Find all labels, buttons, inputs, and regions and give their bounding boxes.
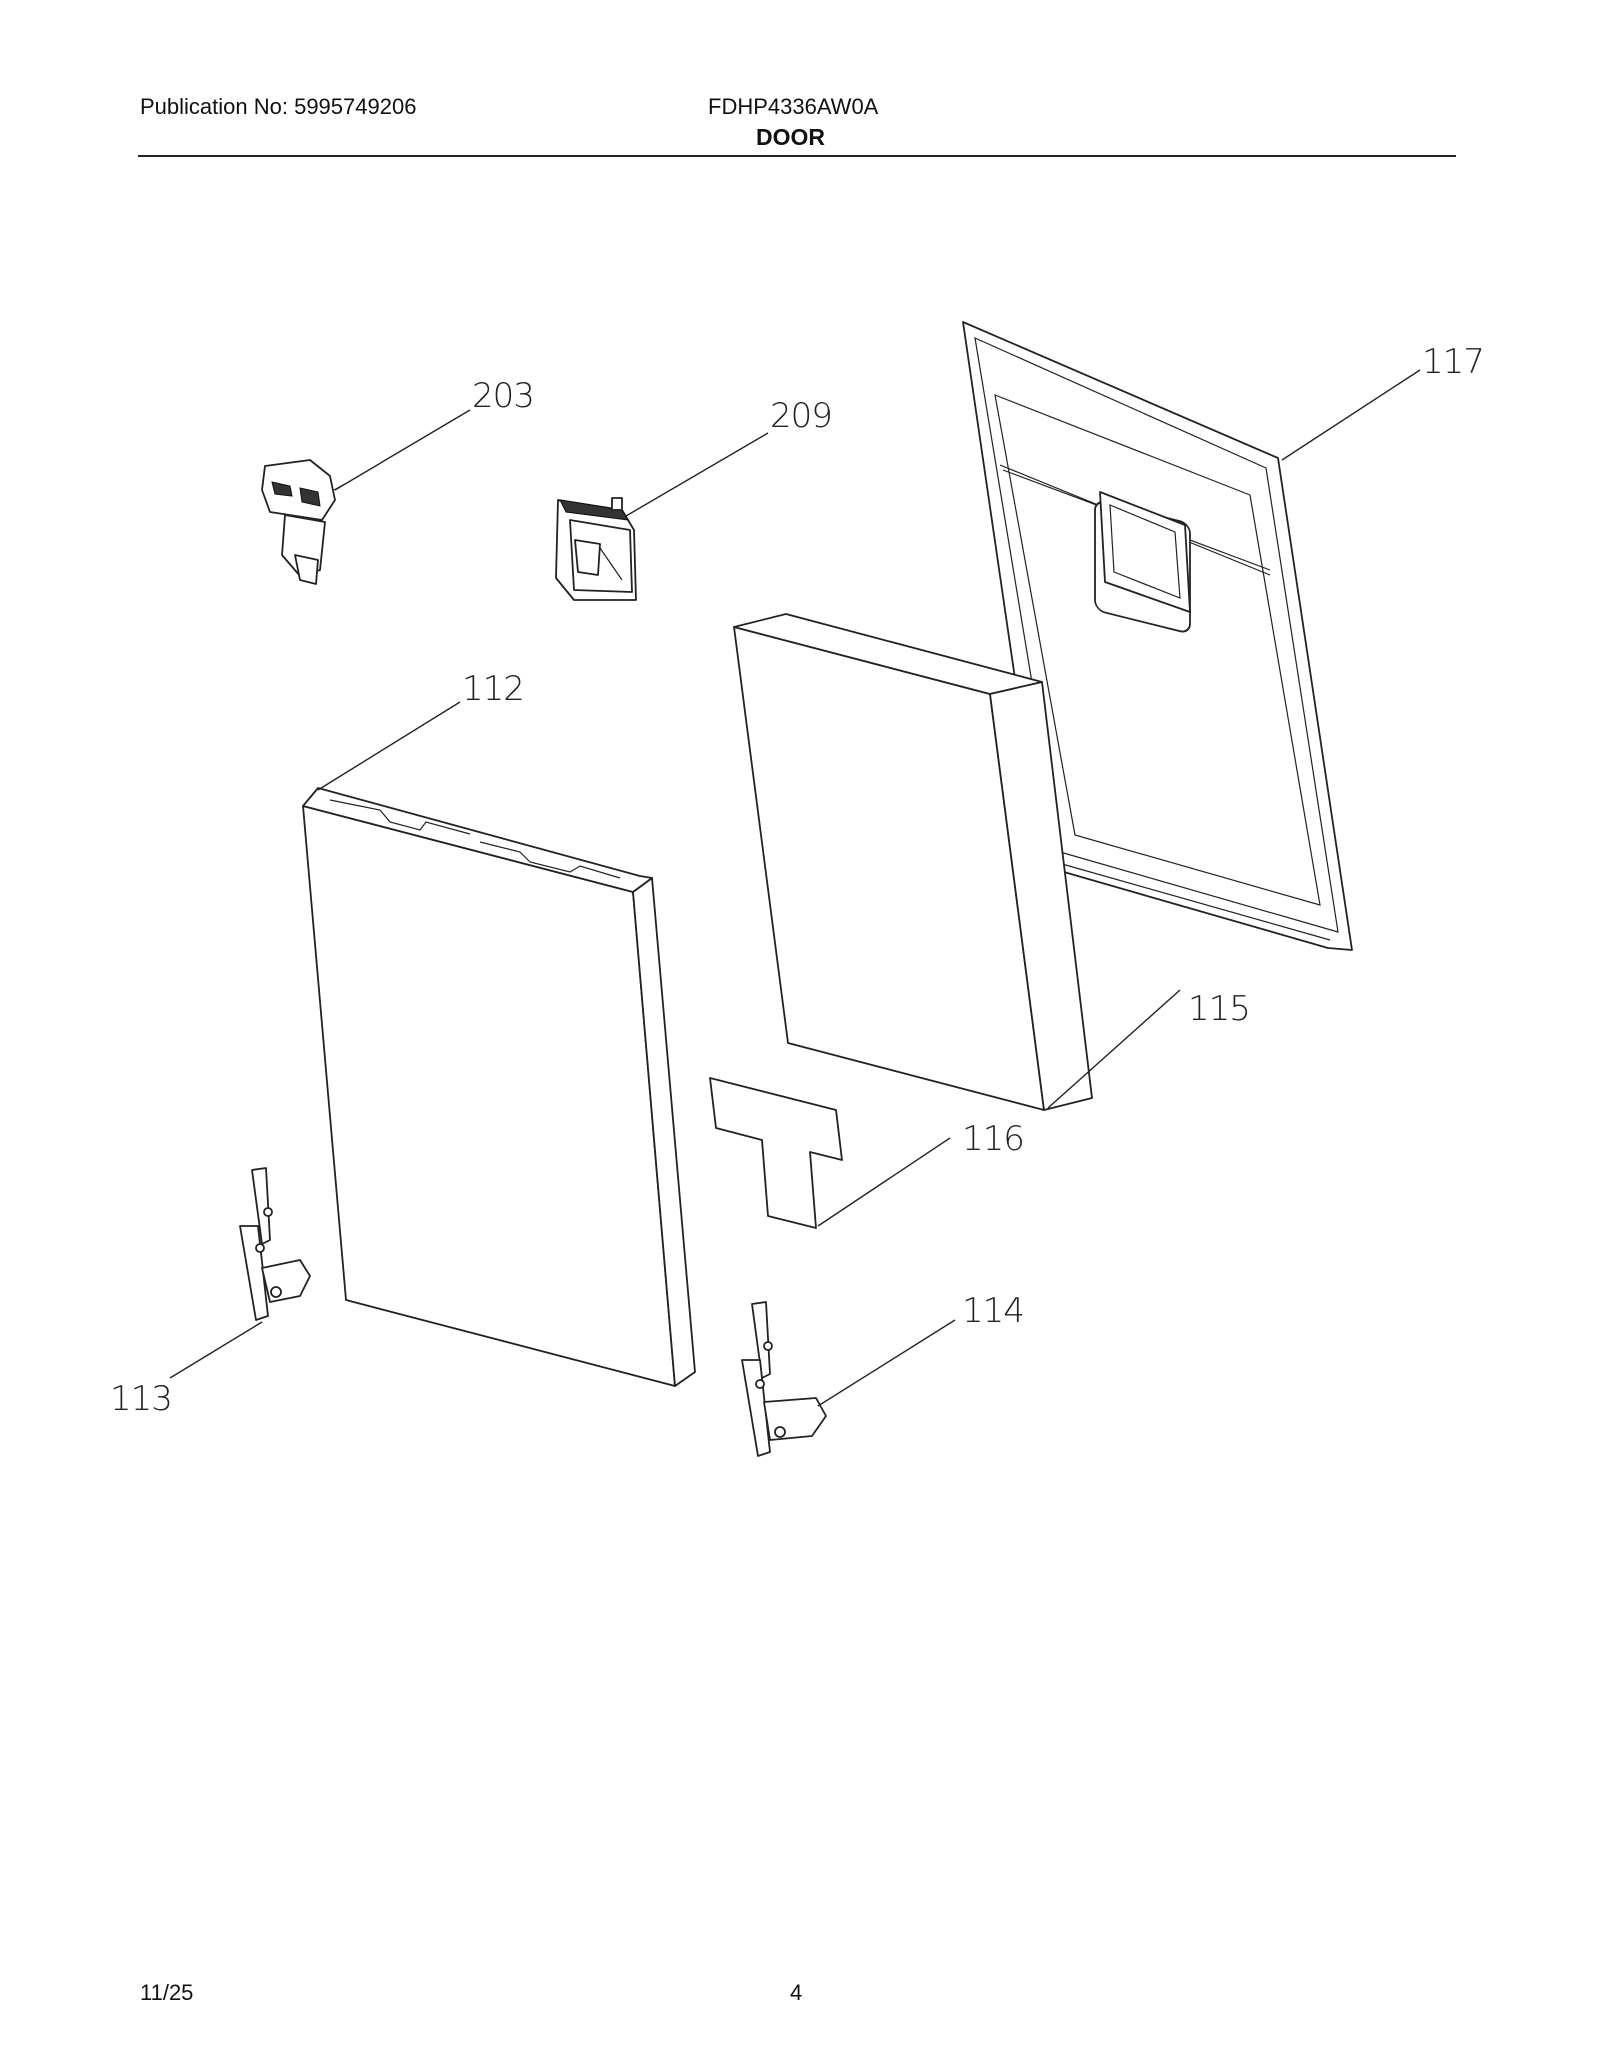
leader-lines xyxy=(169,369,1421,1407)
model-number: FDHP4336AW0A xyxy=(708,94,879,119)
part-116-insulation xyxy=(709,1077,843,1229)
part-117-inner-door xyxy=(962,321,1353,951)
footer-date: 11/25 xyxy=(140,1980,194,2005)
leader-114 xyxy=(817,1319,956,1407)
header-rule xyxy=(138,155,1456,157)
callout-203: 203 xyxy=(472,376,534,416)
leader-115 xyxy=(1047,989,1181,1109)
callout-114: 114 xyxy=(962,1291,1024,1331)
leader-116 xyxy=(817,1137,951,1227)
part-114-hinge xyxy=(741,1301,827,1457)
leader-113 xyxy=(169,1321,263,1379)
callout-117: 117 xyxy=(1422,342,1484,382)
section-title: DOOR xyxy=(756,124,825,150)
leader-117 xyxy=(1281,369,1421,461)
part-203-latch xyxy=(261,459,346,585)
part-115-panel xyxy=(733,613,1093,1111)
publication-number: Publication No: 5995749206 xyxy=(140,94,417,119)
part-113-hinge xyxy=(239,1167,311,1321)
leader-112 xyxy=(317,701,461,791)
callout-116: 116 xyxy=(962,1119,1024,1159)
page-number: 4 xyxy=(790,1980,803,2005)
callout-209: 209 xyxy=(770,396,832,436)
part-112-outer-door xyxy=(302,787,696,1387)
callout-113: 113 xyxy=(110,1379,172,1419)
callout-115: 115 xyxy=(1188,989,1250,1029)
part-209-module xyxy=(555,497,637,601)
leader-209 xyxy=(625,432,769,517)
leader-203 xyxy=(334,409,471,491)
callout-112: 112 xyxy=(462,669,524,709)
